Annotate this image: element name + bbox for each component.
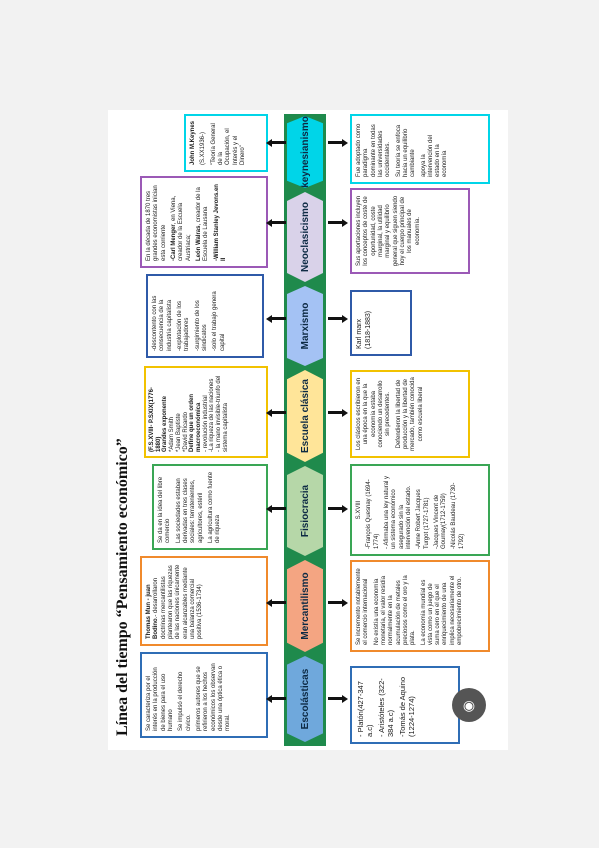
top-box-neoclasicismo: En la década de 1870 tres grandes econom…	[140, 176, 268, 268]
top-box-escuela-clasica: (F.S.XVIII- P.SXIX(1776-1880) Grandes ex…	[144, 366, 268, 458]
stage-keynesianismo: keynesianismo	[287, 116, 323, 188]
arrow-down-icon	[328, 507, 342, 510]
stage-mercantilismo: Mercantilismo	[287, 560, 323, 652]
stage-escolasticas: Escolásticas	[287, 656, 323, 742]
arrow-up-icon	[272, 141, 286, 144]
stage-fisiocracia: Fisiocracia	[287, 466, 323, 556]
stage-escuela-clasica: Escuela clásica	[287, 370, 323, 462]
arrow-up-icon	[272, 601, 286, 604]
top-box-fisiocracia: Se da en la idea del libre comercio Las …	[152, 464, 268, 550]
arrow-down-icon	[328, 221, 342, 224]
arrow-up-icon	[272, 411, 286, 414]
arrow-down-icon	[328, 697, 342, 700]
top-box-escolasticas: Se caracteriza por el interés en la prod…	[140, 652, 268, 738]
arrow-down-icon	[328, 317, 342, 320]
top-box-marxismo: -descontento con las consecuencia de la …	[146, 274, 264, 358]
bottom-box-escolasticas: - Platón(427-347 a.c) - Aristóteles (322…	[350, 666, 460, 744]
stage-neoclasicismo: Neoclasicismo	[287, 192, 323, 282]
lens-icon[interactable]: ◉	[452, 688, 486, 722]
bottom-box-neoclasicismo: Sus aportaciones incluyen los conceptos …	[350, 188, 470, 274]
arrow-up-icon	[272, 697, 286, 700]
bottom-box-escuela-clasica: Los clásicos escribieron en una época en…	[350, 370, 470, 458]
arrow-down-icon	[328, 141, 342, 144]
bottom-box-mercantilismo: Se incremento notablemente el comercio i…	[350, 560, 490, 652]
top-box-mercantilismo: Thomas Mun - juan Bodino.- desarrollaron…	[140, 556, 268, 646]
bottom-box-keynesianismo: Fue adoptado como paradigma dominante en…	[350, 114, 490, 184]
bottom-box-marxismo: Karl marx (1818-1883)	[350, 290, 412, 356]
bottom-box-fisiocracia: S.XVIII -François Quesnay (1694-1774) - …	[350, 464, 490, 556]
arrow-down-icon	[328, 411, 342, 414]
arrow-up-icon	[272, 221, 286, 224]
arrow-up-icon	[272, 507, 286, 510]
arrow-down-icon	[328, 601, 342, 604]
stage-marxismo: Marxismo	[287, 286, 323, 366]
arrow-up-icon	[272, 317, 286, 320]
timeline-stage: Línea del tiempo “Pensamiento económico”…	[108, 110, 508, 750]
top-box-keynesianismo: John M.Keynes (S.XX1936-) "Teoría Genera…	[184, 114, 268, 172]
page-title: Línea del tiempo “Pensamiento económico”	[114, 438, 131, 736]
